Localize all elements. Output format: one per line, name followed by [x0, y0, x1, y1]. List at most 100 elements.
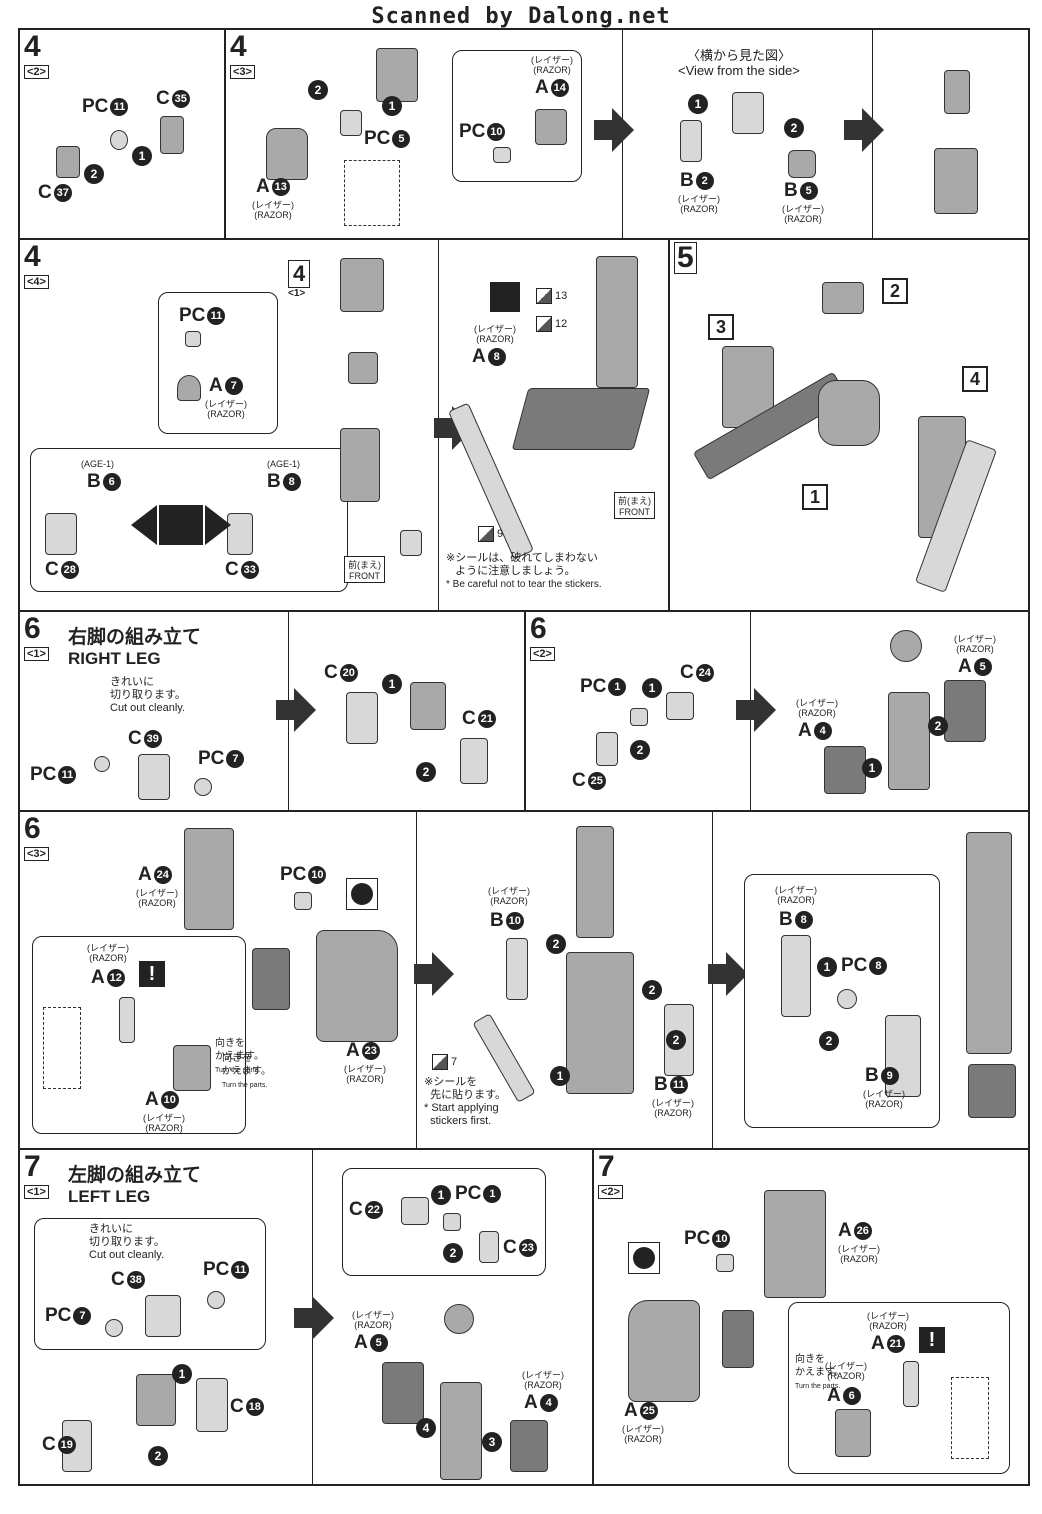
a6-part — [835, 1409, 871, 1457]
pc10-part — [294, 892, 312, 910]
sticker-7: 7 — [432, 1054, 457, 1070]
next-arrow-head — [726, 952, 748, 996]
detail-inset — [344, 160, 400, 226]
c35-part — [160, 116, 184, 154]
order-2-badge: 2 — [642, 980, 662, 1000]
foot-cover-part — [968, 1064, 1016, 1118]
next-arrow-head — [612, 108, 634, 152]
a25-part — [628, 1300, 700, 1402]
arm-upper-part — [340, 258, 384, 312]
a5-part — [944, 680, 986, 742]
order-1-badge: 1 — [817, 957, 837, 977]
pc11-part — [207, 1291, 225, 1309]
sub-step-4-1-tag: 4<1> — [288, 260, 311, 299]
razor-note: (レイザー)(RAZOR) — [252, 200, 294, 220]
c37-part — [56, 146, 80, 178]
next-arrow — [414, 964, 432, 984]
b5-part — [788, 150, 816, 178]
caution-icon: ! — [139, 961, 165, 987]
next-arrow-head — [754, 688, 776, 732]
inner-part — [722, 1310, 754, 1368]
pc7-part — [194, 778, 212, 796]
order-2-badge: 2 — [443, 1243, 463, 1263]
pc7-part — [105, 1319, 123, 1337]
next-arrow — [844, 120, 862, 140]
c38-part — [145, 1295, 181, 1337]
assembled-leg-part — [966, 832, 1012, 1054]
order-1-badge: 1 — [688, 94, 708, 114]
front-indicator: 前(まえ)FRONT — [344, 556, 385, 583]
sticker-13: 13 — [536, 288, 567, 304]
torso-part — [818, 380, 880, 446]
pc11-part — [94, 756, 110, 772]
a24-part — [184, 828, 234, 930]
step-number: 6<3> — [24, 814, 49, 862]
next-arrow — [708, 964, 726, 984]
head-part — [376, 48, 418, 102]
panel-step-5: 5 2 3 4 1 — [668, 238, 1030, 612]
side-view-caption: 〈横から見た図〉<View from the side> — [678, 48, 800, 78]
leg-upper-part — [576, 826, 614, 938]
c25-part — [596, 732, 618, 766]
b10-part — [506, 938, 528, 1000]
pc1-part — [443, 1213, 461, 1231]
wrist-part — [400, 530, 422, 556]
order-1-badge: 1 — [382, 96, 402, 116]
sticker-9: 9 — [478, 526, 503, 542]
order-2-badge: 2 — [84, 164, 104, 184]
b8-part — [781, 935, 811, 1017]
pc-part — [110, 130, 128, 150]
cut-note: きれいに切り取ります。Cut out cleanly. — [110, 676, 186, 714]
swap-arrow-right — [205, 505, 231, 545]
order-2-badge: 2 — [416, 762, 436, 782]
a4-part — [824, 746, 866, 794]
cut-note: きれいに切り取ります。Cut out cleanly. — [89, 1223, 165, 1261]
order-1-badge: 1 — [642, 678, 662, 698]
arm-assembly-part — [596, 256, 638, 388]
shoulder-part — [822, 282, 864, 314]
turn-note: 向きをかえます。Turn the parts. — [222, 1053, 271, 1089]
c24-part — [666, 692, 694, 720]
scan-header: Scanned by Dalong.net — [371, 4, 671, 29]
order-2-badge: 2 — [928, 716, 948, 736]
ref-box-3: 3 — [708, 314, 734, 340]
a14-part — [535, 109, 567, 145]
order-2-badge: 2 — [630, 740, 650, 760]
c20-part — [346, 692, 378, 744]
step-number: 4<3> — [230, 32, 255, 80]
order-2-badge: 2 — [666, 1030, 686, 1050]
a13-part — [266, 128, 308, 180]
forearm-part — [340, 428, 380, 502]
next-arrow — [434, 418, 452, 438]
